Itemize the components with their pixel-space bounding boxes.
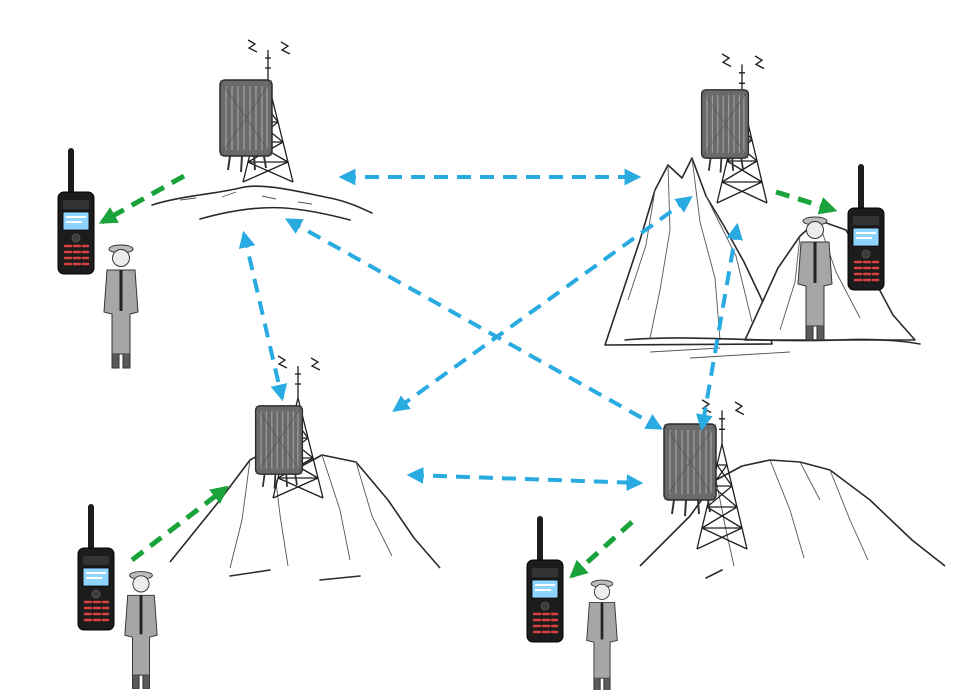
link-top-right-to-bottom-left	[392, 196, 693, 412]
handheld-radio-icon	[846, 162, 886, 292]
link-top-right-to-bottom-right	[696, 222, 743, 432]
link-repeater-to-radio-right-upper	[775, 189, 838, 215]
radio-user-center-lower	[525, 514, 619, 690]
radio-user-left-lower	[76, 502, 159, 690]
mountain-icon	[151, 185, 373, 221]
mountain-icon	[169, 447, 441, 581]
link-repeater-to-radio-center-lower	[569, 520, 634, 579]
link-repeater-to-radio-left-upper	[98, 173, 186, 225]
radio-links	[98, 173, 838, 579]
repeater-links	[238, 168, 743, 491]
handheld-radio-icon	[525, 514, 565, 644]
repeater-box-icon	[663, 423, 717, 517]
handheld-radio-icon	[76, 502, 116, 632]
link-bottom-left-to-bottom-right	[406, 467, 644, 491]
person-icon	[585, 578, 619, 690]
person-icon	[123, 570, 159, 690]
handheld-radio-icon	[56, 146, 96, 276]
repeater-site-top-left	[219, 39, 294, 183]
repeater-site-top-right	[700, 53, 768, 204]
link-top-left-to-bottom-left	[238, 230, 288, 402]
repeater-box-icon	[700, 88, 750, 174]
repeater-box-icon	[219, 79, 273, 173]
link-top-left-to-bottom-right	[285, 218, 663, 430]
radio-user-left-upper	[56, 146, 140, 370]
link-radio-left-lower-to-repeater	[130, 485, 229, 562]
person-icon	[102, 243, 140, 370]
